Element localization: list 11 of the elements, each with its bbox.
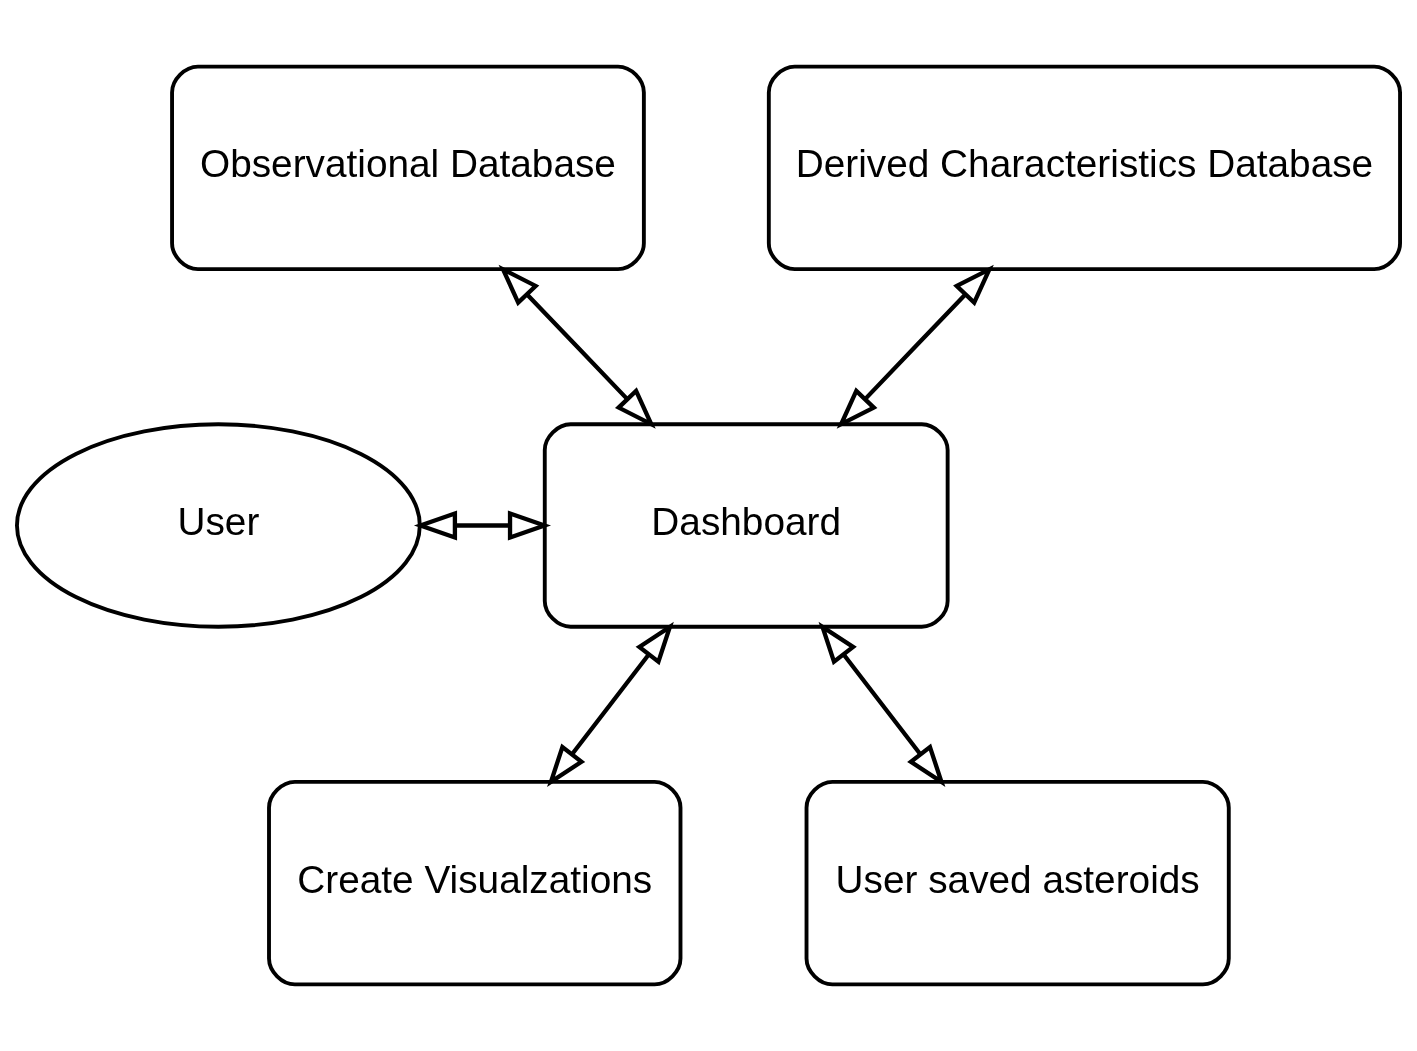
- arrow: [818, 621, 946, 787]
- arrow: [836, 264, 994, 429]
- node-box: Create Visualzations: [267, 779, 683, 987]
- node-box: Derived Characteristics Database: [766, 64, 1402, 272]
- node-box: User saved asteroids: [804, 779, 1231, 987]
- arrow: [498, 264, 656, 429]
- arrow: [547, 621, 674, 787]
- node-box: Dashboard: [542, 422, 950, 629]
- node-ellipse: User: [15, 422, 422, 629]
- arrow: [413, 510, 552, 541]
- node-box: Observational Database: [170, 64, 646, 272]
